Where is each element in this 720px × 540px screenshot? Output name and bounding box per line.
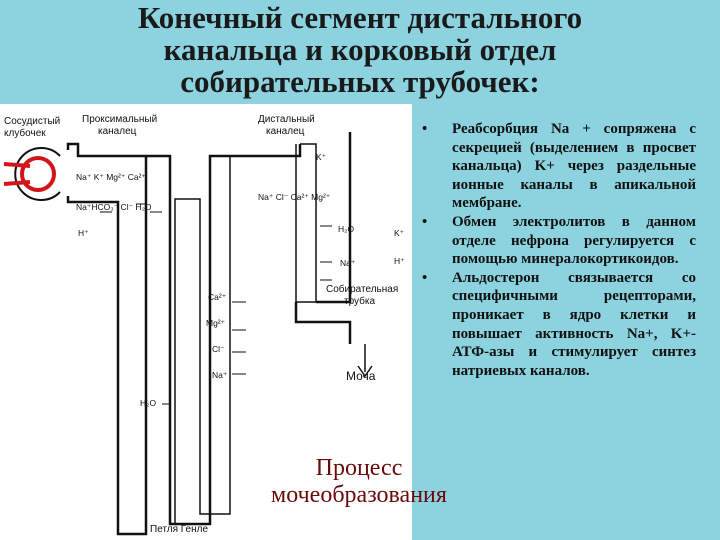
label-collecting-2: трубка bbox=[344, 295, 375, 307]
label-loop: Петля Генле bbox=[150, 524, 208, 535]
loop-h2o: H₂O bbox=[140, 398, 156, 408]
collect-k: K⁺ bbox=[394, 228, 405, 238]
title-line-1: Конечный сегмент дистального bbox=[137, 0, 583, 35]
collect-h2o: H₂O bbox=[338, 224, 354, 234]
nephron-diagram: Сосудистый клубочек Проксимальный канале… bbox=[3, 114, 405, 536]
label-collecting-1: Собирательная bbox=[326, 283, 398, 295]
loop-mg: Mg²⁺ bbox=[206, 318, 226, 328]
label-proximal-1: Проксимальный bbox=[82, 114, 157, 125]
loop-ca: Ca²⁺ bbox=[208, 292, 227, 302]
proximal-ions-1: Na⁺ K⁺ Mg²⁺ Ca²⁺ bbox=[76, 172, 146, 182]
title-line-2: канальца и корковый отдел bbox=[163, 32, 557, 67]
proximal-h: H⁺ bbox=[78, 228, 89, 238]
bullet-item-1: Реабсорбция Na + сопряжена с секрецией (… bbox=[418, 120, 696, 213]
label-urine: Моча bbox=[346, 369, 376, 383]
transport-arrows bbox=[100, 203, 162, 213]
caption-line-2: мочеобразования bbox=[271, 482, 447, 508]
label-distal-1: Дистальный bbox=[258, 114, 315, 125]
collect-na: Na⁺ bbox=[340, 258, 356, 268]
bullet-item-2: Обмен электролитов в данном отделе нефро… bbox=[418, 213, 696, 269]
collect-h: H⁺ bbox=[394, 256, 405, 266]
label-proximal-2: каналец bbox=[98, 126, 137, 137]
label-glomerulus-1: Сосудистый bbox=[4, 116, 60, 127]
loop-na: Na⁺ bbox=[212, 370, 228, 380]
caption-line-1: Процесс bbox=[315, 455, 403, 481]
caption: Процесс мочеобразования bbox=[228, 455, 490, 509]
bullet-list: Реабсорбция Na + сопряжена с секрецией (… bbox=[418, 120, 696, 380]
slide-title: Конечный сегмент дистального канальца и … bbox=[0, 2, 720, 98]
label-distal-2: каналец bbox=[266, 126, 305, 137]
distal-k: K⁺ bbox=[316, 152, 327, 162]
loop-cl: Cl⁻ bbox=[212, 344, 225, 354]
nephron-tubule bbox=[66, 132, 352, 536]
bullet-item-3: Альдостерон связывается со специфичными … bbox=[418, 269, 696, 381]
glomerulus-icon bbox=[3, 147, 61, 201]
label-glomerulus-2: клубочек bbox=[4, 127, 46, 139]
title-line-3: собирательных трубочек: bbox=[180, 64, 540, 99]
proximal-ions-2: Na⁺HCO₃⁻ Cl⁻ H₂O bbox=[76, 202, 152, 212]
distal-ions: Na⁺ Cl⁻ Ca²⁺ Mg²⁺ bbox=[258, 192, 331, 202]
